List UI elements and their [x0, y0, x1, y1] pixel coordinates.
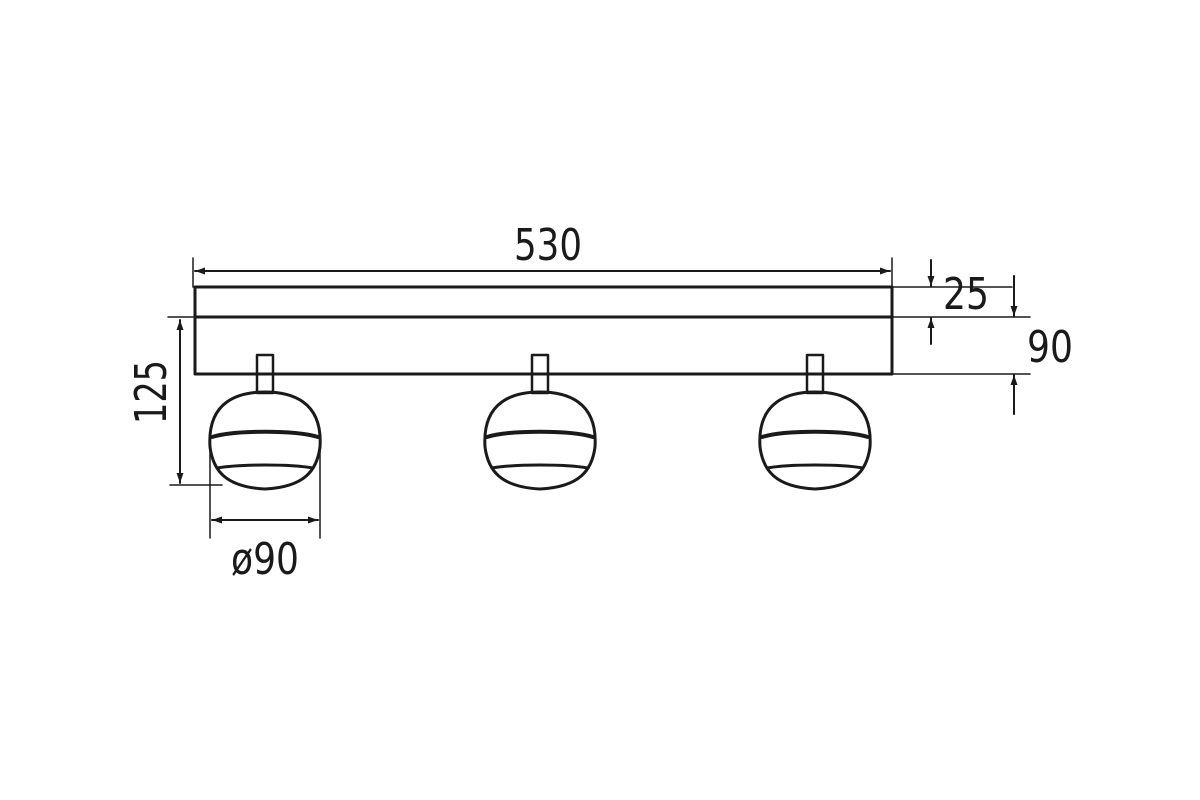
spotlight-left: [208, 353, 322, 491]
total-height-label: 90: [1027, 322, 1073, 373]
dimension-width: [192, 257, 893, 288]
dimension-head-diameter: [209, 444, 321, 539]
drop-height-label: 125: [126, 360, 177, 424]
dimension-drop-height: [167, 316, 223, 486]
dimension-total-height: [891, 275, 1031, 415]
dimension-plate-thickness: [891, 259, 1031, 345]
width-label: 530: [514, 220, 582, 271]
spotlight-right: [758, 353, 872, 491]
ceiling-bar: [193, 285, 894, 376]
plate-thickness-label: 25: [943, 269, 989, 320]
spotlight-center: [483, 353, 597, 491]
head-diameter-label: ø90: [231, 534, 299, 585]
